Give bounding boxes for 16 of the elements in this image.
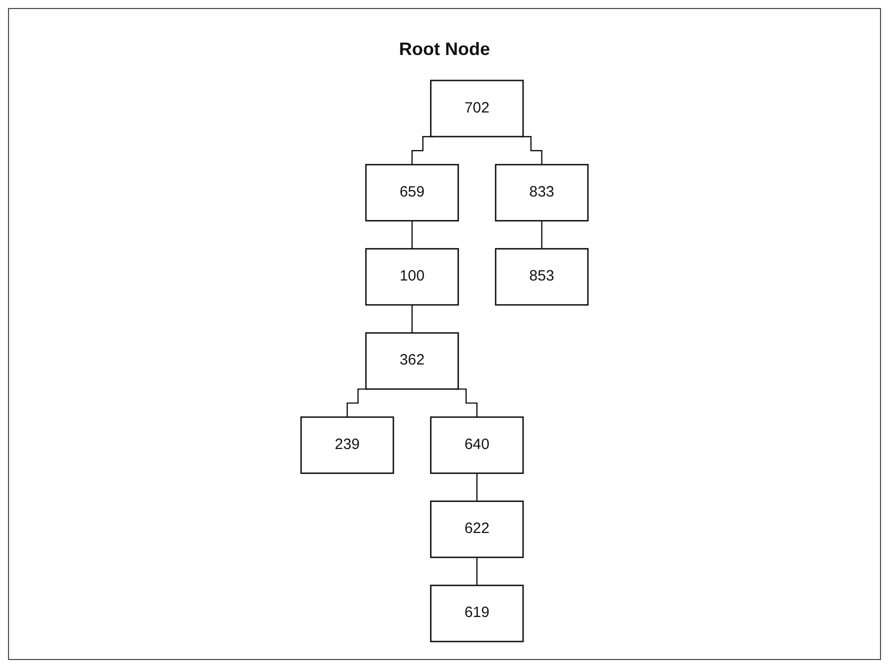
node-box: 853	[494, 248, 589, 306]
node-box: 622	[430, 500, 524, 558]
root-heading: Root Node	[399, 39, 490, 59]
node-box: 362	[365, 332, 459, 390]
node-box: 239	[300, 416, 394, 474]
connector	[411, 304, 413, 334]
node-box: 659	[365, 164, 459, 222]
connector	[476, 472, 478, 502]
node-box: 640	[430, 416, 524, 474]
node-box: 100	[365, 248, 459, 306]
node-box: 619	[430, 584, 524, 642]
node-box: 702	[430, 80, 524, 138]
connector	[476, 556, 478, 586]
connector	[541, 220, 542, 250]
connector	[411, 220, 413, 250]
node-box: 833	[494, 164, 589, 222]
